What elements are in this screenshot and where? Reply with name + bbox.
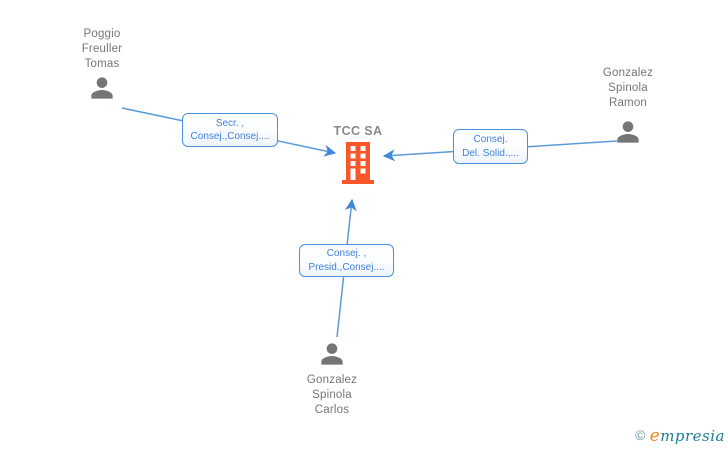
- person-icon: [91, 77, 113, 99]
- person-name-line: Carlos: [314, 404, 350, 416]
- person-name-line: Gonzalez: [602, 67, 654, 79]
- brand-wordmark: empresia: [649, 426, 725, 446]
- person-name-line: Gonzalez: [306, 374, 358, 386]
- empresia-logo[interactable]: © empresia: [635, 426, 725, 446]
- edge-label-line: Del. Solid.,...: [462, 147, 519, 159]
- person-node-gonzalez-spinola-ramon[interactable]: Gonzalez Spinola Ramon: [568, 66, 688, 148]
- person-name-line: Spinola: [312, 389, 352, 401]
- person-name-line: Tomas: [84, 58, 120, 70]
- company-name: TCC SA: [333, 124, 383, 138]
- person-icon: [617, 121, 639, 143]
- person-node-gonzalez-spinola-carlos[interactable]: Gonzalez Spinola Carlos: [272, 338, 392, 418]
- person-icon: [321, 343, 343, 365]
- person-name-line: Spinola: [608, 82, 648, 94]
- person-name-line: Poggio: [83, 28, 121, 40]
- person-name-line: Freuller: [81, 43, 123, 55]
- edge-label-carlos-tcc[interactable]: Consej. , Presid.,Consej....: [299, 244, 394, 277]
- edge-label-line: Consej. ,: [326, 248, 367, 259]
- edge-label-ramon-tcc[interactable]: Consej. Del. Solid.,...: [453, 129, 528, 164]
- person-name: Gonzalez Spinola Ramon: [568, 66, 688, 111]
- edge-label-line: Consej.,Consej....: [190, 131, 270, 142]
- person-name-line: Ramon: [608, 97, 648, 109]
- company-node-tcc-sa[interactable]: TCC SA: [303, 124, 413, 184]
- person-name: Poggio Freuller Tomas: [42, 27, 162, 72]
- copyright-icon: ©: [635, 427, 646, 443]
- brand-letter-e: e: [649, 426, 661, 446]
- brand-rest: mpresia: [660, 427, 725, 445]
- edge-label-line: Secr. ,: [215, 117, 245, 129]
- building-icon: [342, 142, 374, 184]
- edge-label-poggio-tcc[interactable]: Secr. , Consej.,Consej....: [182, 113, 278, 147]
- person-node-poggio-freuller-tomas[interactable]: Poggio Freuller Tomas: [42, 27, 162, 104]
- person-name: Gonzalez Spinola Carlos: [272, 373, 392, 418]
- edge-label-line: Consej.: [473, 134, 508, 145]
- edge-label-line: Presid.,Consej....: [308, 261, 385, 273]
